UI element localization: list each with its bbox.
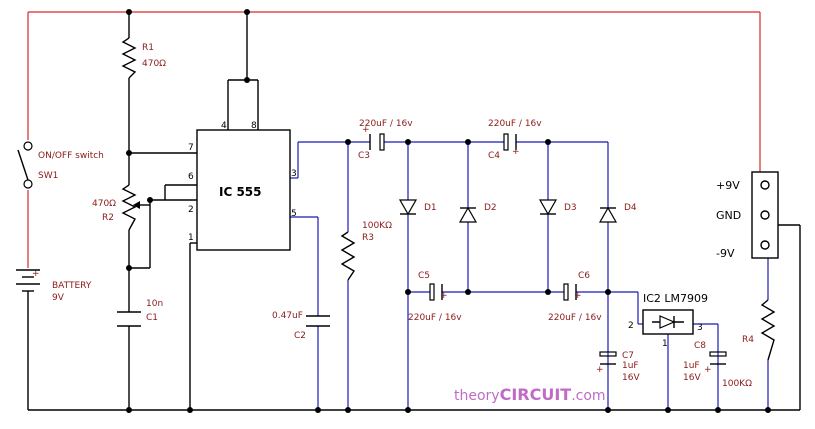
- brand-part2: CIRCUIT: [500, 385, 572, 404]
- svg-text:3: 3: [291, 169, 297, 179]
- svg-text:theoryCIRCUIT.com: theoryCIRCUIT.com: [454, 385, 606, 404]
- capacitor-c6: + C6 220uF / 16v: [548, 271, 602, 323]
- svg-text:+: +: [362, 125, 370, 135]
- c4-ref: C4: [488, 151, 500, 161]
- c8-value1: 1uF: [683, 361, 700, 371]
- diode-d3: D3: [538, 199, 577, 216]
- r4-value: 100KΩ: [722, 379, 752, 389]
- c8-value2: 16V: [683, 373, 701, 383]
- svg-text:+: +: [574, 291, 582, 301]
- capacitor-c3: + 220uF / 16v C3: [358, 119, 413, 161]
- diode-d4: D4: [598, 203, 637, 223]
- r3-value: 100KΩ: [362, 221, 392, 231]
- output-gnd: GND: [716, 209, 741, 222]
- c8-ref: C8: [694, 341, 706, 351]
- svg-text:+: +: [704, 365, 712, 375]
- svg-text:D1: D1: [424, 203, 437, 213]
- resistor-r2: 470Ω R2: [92, 184, 140, 231]
- r2-value: 470Ω: [92, 199, 116, 209]
- svg-text:+: +: [32, 269, 40, 279]
- r4-ref: R4: [742, 335, 754, 345]
- r2-ref: R2: [102, 213, 114, 223]
- output-plus: +9V: [716, 179, 740, 192]
- c2-ref: C2: [294, 331, 306, 341]
- svg-text:7: 7: [188, 143, 194, 153]
- svg-text:1: 1: [188, 233, 194, 243]
- ic2-name: IC2 LM7909: [643, 292, 708, 305]
- capacitor-c8: + C8 1uF 16V: [683, 341, 727, 383]
- svg-text:D2: D2: [484, 203, 497, 213]
- c7-ref: C7: [622, 351, 634, 361]
- svg-text:D4: D4: [624, 203, 637, 213]
- r3-ref: R3: [362, 233, 374, 243]
- svg-text:+: +: [512, 147, 520, 157]
- r1-ref: R1: [142, 43, 154, 53]
- c6-ref: C6: [578, 271, 590, 281]
- ic-555: IC 555 4 8 7 6 2 1 3 5: [188, 121, 297, 251]
- brand-part1: theory: [454, 388, 500, 404]
- regulator-lm7909: IC2 LM7909 2 1 3: [628, 292, 708, 349]
- switch-sw1: ON/OFF switch SW1: [17, 141, 104, 189]
- c1-ref: C1: [146, 313, 158, 323]
- switch-ref: SW1: [38, 171, 58, 181]
- c6-value: 220uF / 16v: [548, 313, 602, 323]
- r1-value: 470Ω: [142, 59, 166, 69]
- brand-part3: .com: [571, 388, 605, 404]
- c1-value: 10n: [146, 299, 163, 309]
- svg-text:3: 3: [697, 323, 703, 333]
- svg-text:+: +: [440, 291, 448, 301]
- c4-value: 220uF / 16v: [488, 119, 542, 129]
- c7-value2: 16V: [622, 373, 640, 383]
- capacitor-c5: + C5 220uF / 16v: [408, 271, 462, 323]
- diode-d2: D2: [458, 203, 497, 223]
- svg-text:+: +: [596, 365, 604, 375]
- resistor-r1: R1 470Ω: [121, 37, 166, 79]
- c3-ref: C3: [358, 151, 370, 161]
- svg-text:D3: D3: [564, 203, 577, 213]
- c2-value: 0.47uF: [272, 311, 303, 321]
- capacitor-c1: 10n C1: [117, 299, 163, 327]
- svg-text:1: 1: [662, 339, 668, 349]
- capacitor-c4: + 220uF / 16v C4: [488, 119, 542, 161]
- output-minus: -9V: [716, 247, 735, 260]
- junction-dots: [126, 9, 771, 413]
- c5-value: 220uF / 16v: [408, 313, 462, 323]
- capacitor-c2: 0.47uF C2: [272, 311, 330, 341]
- brand-logo: theoryCIRCUIT.com: [454, 385, 606, 404]
- battery: + BATTERY 9V: [16, 269, 92, 303]
- c5-ref: C5: [418, 271, 430, 281]
- battery-label: BATTERY: [52, 281, 92, 291]
- svg-text:4: 4: [221, 121, 227, 131]
- diode-d1: D1: [398, 199, 437, 216]
- battery-value: 9V: [52, 293, 65, 303]
- ic1-name: IC 555: [219, 185, 262, 199]
- resistor-r3: 100KΩ R3: [340, 221, 392, 281]
- svg-text:5: 5: [291, 209, 297, 219]
- svg-text:2: 2: [628, 321, 634, 331]
- svg-text:2: 2: [188, 205, 194, 215]
- wires-left: [27, 11, 801, 411]
- c7-value1: 1uF: [622, 361, 639, 371]
- resistor-r4: R4 100KΩ: [722, 299, 776, 389]
- capacitor-c7: + C7 1uF 16V: [596, 351, 640, 383]
- svg-text:8: 8: [251, 121, 257, 131]
- c3-value: 220uF / 16v: [359, 119, 413, 129]
- output-terminal: +9V GND -9V: [716, 171, 779, 260]
- svg-text:6: 6: [188, 172, 194, 182]
- switch-label: ON/OFF switch: [38, 151, 104, 161]
